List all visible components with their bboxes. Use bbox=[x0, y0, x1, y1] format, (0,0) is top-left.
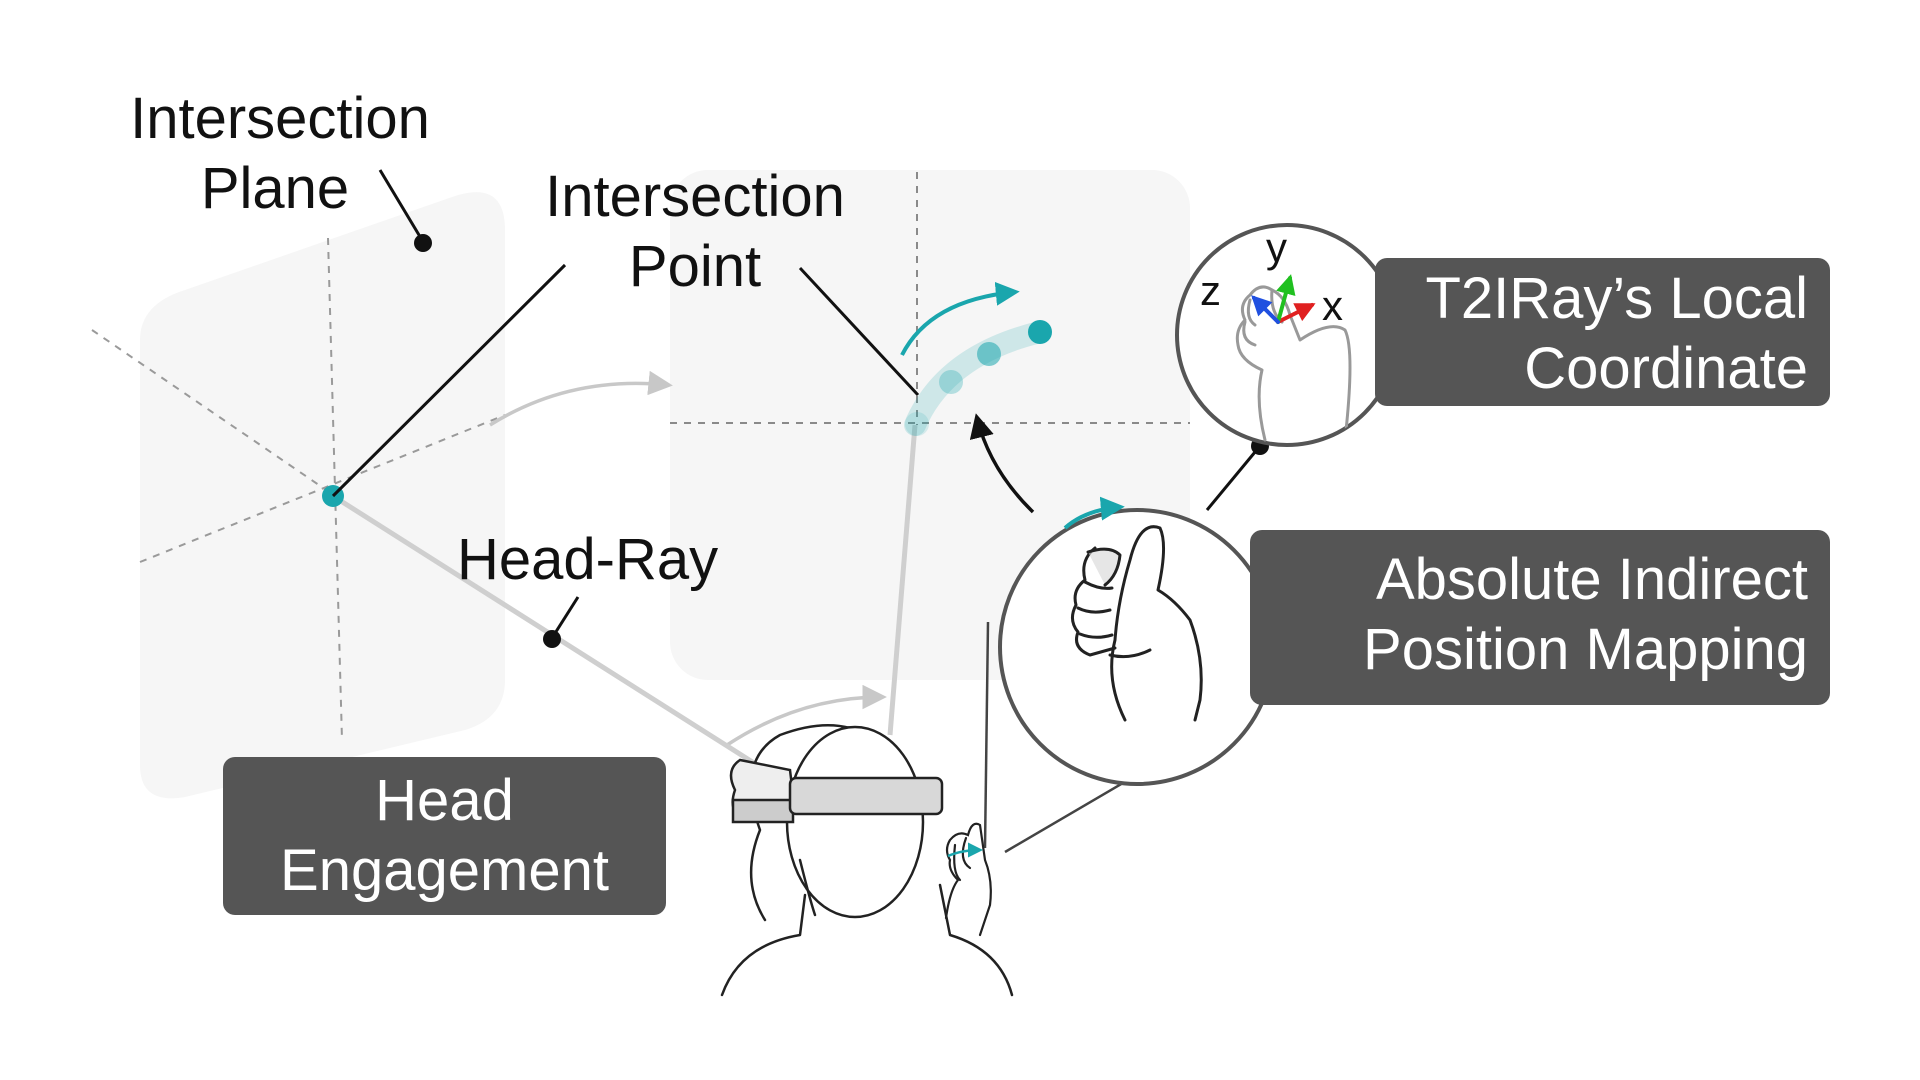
trajectory-point-1 bbox=[905, 412, 929, 436]
intersection-plane-label: Intersection Plane bbox=[100, 84, 460, 224]
trajectory-point-2 bbox=[939, 370, 963, 394]
vr-headset-icon bbox=[729, 758, 944, 824]
local-coordinate-line-1: T2IRay’s Local bbox=[1425, 266, 1808, 331]
head-engagement-line-1: Head bbox=[375, 768, 514, 833]
intersection-point-line-2: Point bbox=[628, 234, 762, 299]
axis-y-label: y bbox=[1266, 224, 1287, 271]
axis-y-arrow bbox=[1276, 274, 1296, 324]
axis-x-arrow bbox=[1276, 303, 1316, 324]
axis-z-arrow bbox=[1251, 295, 1280, 324]
trajectory-direction-arrow bbox=[900, 281, 1020, 356]
plane-transition-arrow bbox=[489, 370, 673, 427]
head-ray-label: Head-Ray bbox=[457, 527, 719, 592]
intersection-plane-line-1: Intersection bbox=[130, 86, 430, 151]
hand-ray-line bbox=[887, 424, 918, 736]
gesture-zoom-circle bbox=[998, 508, 1276, 786]
trajectory-trail bbox=[904, 321, 1051, 436]
head-transition-arrow bbox=[726, 684, 887, 747]
small-hand-icon bbox=[944, 822, 992, 937]
head-engagement-box: Head Engagement bbox=[223, 757, 666, 915]
leader-dot-ray bbox=[543, 630, 561, 648]
coordinate-axes bbox=[1251, 274, 1316, 324]
trajectory-point-current bbox=[1028, 320, 1052, 344]
position-mapping-line-1: Absolute Indirect bbox=[1375, 547, 1808, 612]
position-mapping-line-2: Position Mapping bbox=[1363, 617, 1808, 682]
plane-left-guides bbox=[91, 237, 506, 741]
leader-dot-plane bbox=[414, 234, 432, 252]
gesture-motion-arrow bbox=[1063, 496, 1125, 530]
axis-z-label: z bbox=[1200, 267, 1221, 314]
coordinate-zoom-circle bbox=[1175, 223, 1399, 447]
local-coordinate-box: T2IRay’s Local Coordinate bbox=[1375, 258, 1830, 406]
hand-thumb-gesture-icon bbox=[1071, 525, 1203, 722]
trajectory-point-3 bbox=[977, 342, 1001, 366]
leader-lines bbox=[331, 169, 1262, 639]
small-hand-motion-arrow bbox=[947, 842, 983, 858]
intersection-point-label: Intersection Point bbox=[515, 162, 875, 302]
local-coordinate-line-2: Coordinate bbox=[1524, 336, 1808, 401]
mapping-arrow bbox=[969, 413, 1035, 514]
position-mapping-box: Absolute Indirect Position Mapping bbox=[1250, 530, 1830, 705]
intersection-plane-line-2: Plane bbox=[200, 156, 350, 221]
head-engagement-line-2: Engagement bbox=[280, 838, 609, 903]
intersection-point-line-1: Intersection bbox=[545, 164, 845, 229]
vr-user-figure bbox=[720, 723, 1014, 997]
axis-x-label: x bbox=[1322, 282, 1343, 329]
plane-right-guides bbox=[670, 172, 1190, 425]
